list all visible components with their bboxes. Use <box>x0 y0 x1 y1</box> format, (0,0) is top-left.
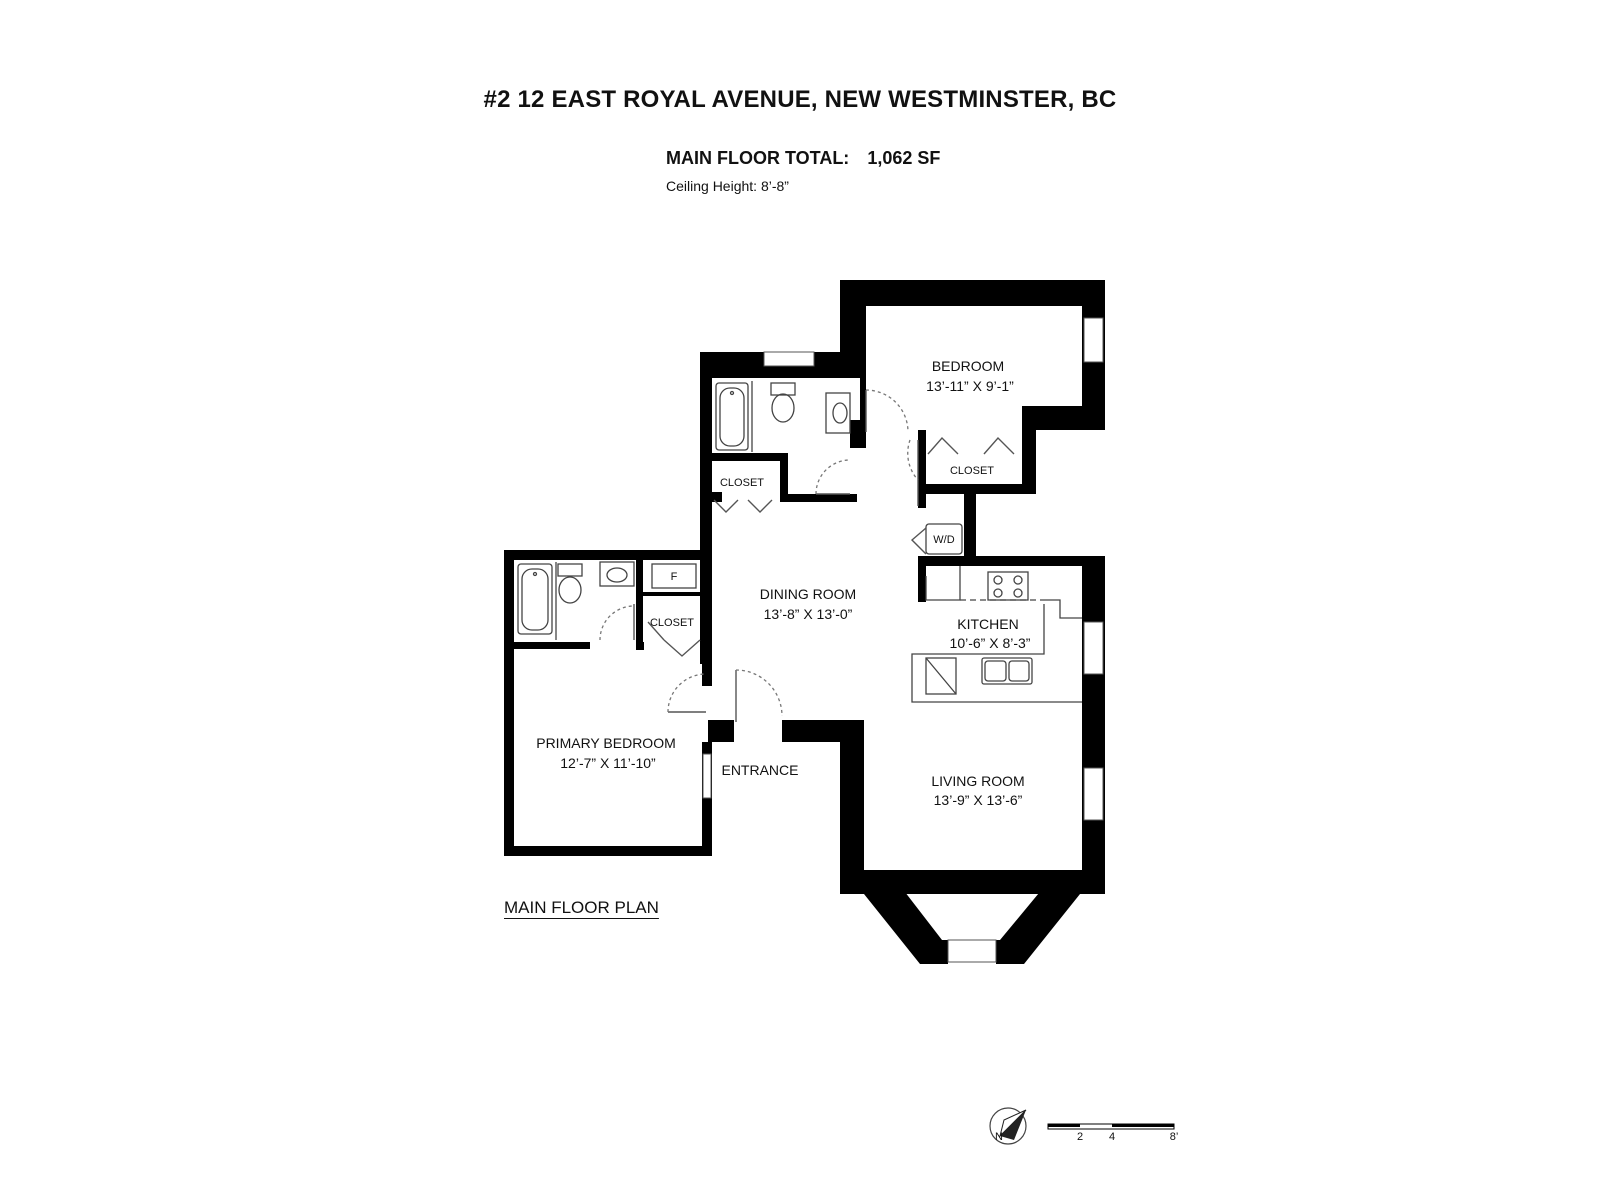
scale-tick-8: 8’ <box>1170 1131 1179 1143</box>
north-compass-icon: N <box>989 1107 1027 1145</box>
scale-bar: 2 4 8’ <box>1047 1123 1179 1143</box>
scale-tick-2: 2 <box>1077 1131 1083 1143</box>
bedroom-closet-label: CLOSET <box>950 465 994 477</box>
floor-total: MAIN FLOOR TOTAL: 1,062 SF <box>666 148 940 169</box>
fixtures <box>517 381 1082 703</box>
entrance-label: ENTRANCE <box>721 762 798 778</box>
scale-tick-4: 4 <box>1109 1131 1115 1143</box>
primary-closet-label: CLOSET <box>650 617 694 629</box>
walls <box>504 280 1105 964</box>
bedroom-dims: 13’-11” X 9’-1” <box>926 378 1014 394</box>
ceiling-height: Ceiling Height: 8’-8” <box>666 178 789 194</box>
living-room-dims: 13’-9” X 13’-6” <box>934 792 1023 808</box>
primary-bedroom-dims: 12’-7” X 11’-10” <box>560 755 656 771</box>
floor-total-label: MAIN FLOOR TOTAL: <box>666 148 850 168</box>
hall-closet-label: CLOSET <box>720 477 764 489</box>
bedroom-name: BEDROOM <box>932 358 1004 374</box>
fridge-label: F <box>671 571 678 583</box>
plan-title: #2 12 EAST ROYAL AVENUE, NEW WESTMINSTER… <box>483 86 1117 113</box>
compass-north-label: N <box>995 1131 1003 1143</box>
dining-room-name: DINING ROOM <box>760 586 856 602</box>
dining-room-dims: 13’-8” X 13’-0” <box>764 606 853 622</box>
living-room-name: LIVING ROOM <box>931 773 1024 789</box>
windows <box>702 317 1104 963</box>
floor-total-value: 1,062 SF <box>867 148 941 168</box>
kitchen-name: KITCHEN <box>957 616 1018 632</box>
primary-bedroom-name: PRIMARY BEDROOM <box>536 735 676 751</box>
doors <box>599 389 1015 722</box>
room-labels: BEDROOM 13’-11” X 9’-1” CLOSET CLOSET CL… <box>536 358 1031 808</box>
kitchen-dims: 10’-6” X 8’-3” <box>950 635 1031 651</box>
washer-dryer-label: W/D <box>933 534 954 546</box>
plan-label: MAIN FLOOR PLAN <box>504 898 659 917</box>
